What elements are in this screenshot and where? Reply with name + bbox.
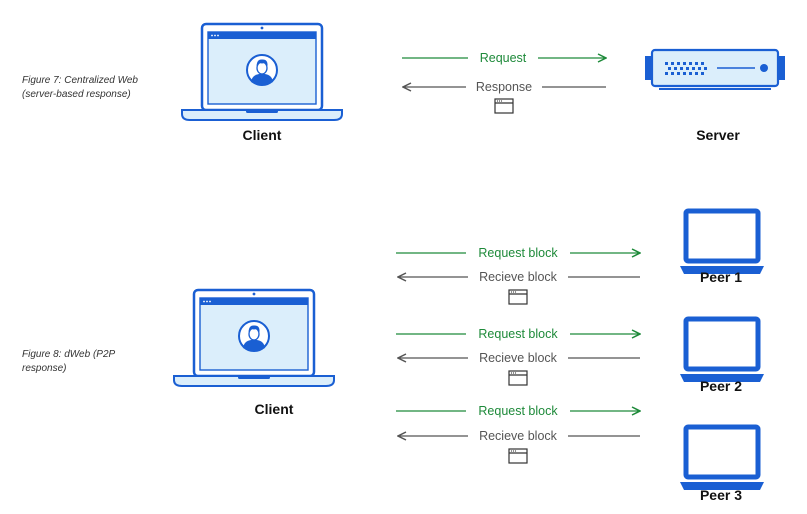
peer-3-label: Peer 3 [700,487,742,503]
request-block-label: Request block [478,404,558,418]
browser-window-icon [508,289,528,305]
receive-block-label: Recieve block [479,429,558,443]
peer-1-row: Request block Recieve block Peer 1 [396,211,764,305]
figure7-caption: Figure 7: Centralized Web (server-based … [22,74,138,102]
browser-window-icon [508,370,528,386]
browser-window-icon [494,98,514,114]
figure8-caption-line2: response) [22,363,67,374]
peer-2-laptop-icon [680,319,764,382]
browser-window-icon [508,448,528,464]
response-label: Response [476,80,532,94]
receive-block-label: Recieve block [479,351,558,365]
receive-block-label: Recieve block [479,270,558,284]
peer-3-laptop-icon [680,427,764,490]
peer-1-laptop-icon [680,211,764,274]
figure7-caption-line2: (server-based response) [22,89,131,100]
client-laptop-icon [180,22,344,122]
peer-1-label: Peer 1 [700,269,742,285]
peer-2-row: Request block Recieve block Peer 2 [396,319,764,394]
request-block-label: Request block [478,327,558,341]
figure7-caption-line1: Figure 7: Centralized Web [22,75,138,86]
request-label: Request [480,51,527,65]
client-label: Client [243,127,282,143]
client-label: Client [255,401,294,417]
figure8-caption: Figure 8: dWeb (P2P response) [22,348,115,376]
server-icon [645,48,785,91]
server-label: Server [696,127,740,143]
figure8-caption-line1: Figure 8: dWeb (P2P [22,349,116,360]
client-laptop-icon [172,288,336,388]
peer-3-row: Request block Recieve block Peer 3 [396,404,764,503]
peer-2-label: Peer 2 [700,378,742,394]
request-block-label: Request block [478,246,558,260]
